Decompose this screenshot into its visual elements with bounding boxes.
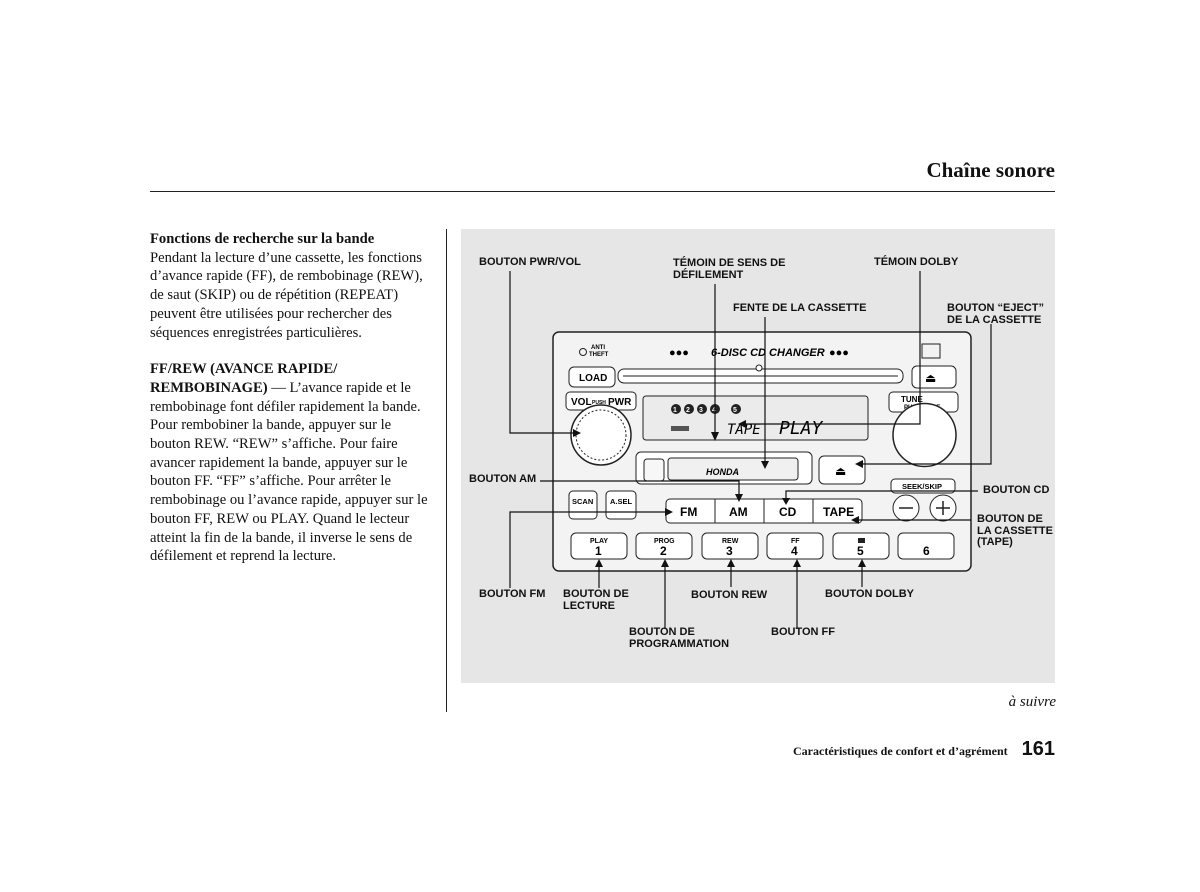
vol-knob xyxy=(570,404,632,466)
disc-number: 4 xyxy=(712,407,716,414)
label-dolby-button: BOUTON DOLBY xyxy=(825,588,915,600)
radio-diagram: ANTI THEFT 6-DISC CD CHANGER ●●● ●●● LOA… xyxy=(509,271,992,629)
display-tape: TAPE xyxy=(727,422,761,438)
disc-indicators xyxy=(671,404,741,414)
cd-eject-button xyxy=(911,365,957,389)
callout-lines xyxy=(509,271,992,629)
label-pwr-vol: BOUTON PWR/VOL xyxy=(479,256,581,268)
am-button-label: AM xyxy=(729,505,748,519)
ffrew-dash: — xyxy=(267,379,290,396)
label-fm: BOUTON FM xyxy=(479,588,546,600)
preset-play-label: PLAY xyxy=(590,538,608,545)
label-prog-1: BOUTON DE xyxy=(629,626,695,638)
label-dolby-indicator: TÉMOIN DOLBY xyxy=(874,256,959,268)
label-cd: BOUTON CD xyxy=(983,484,1050,496)
column-divider xyxy=(446,229,447,712)
push-label: PUSH xyxy=(592,400,606,406)
label-eject: BOUTON “EJECT”DE LA CASSETTE xyxy=(947,302,1044,326)
fm-button-label: FM xyxy=(680,505,697,519)
preset-rew-label: REW xyxy=(722,538,739,545)
anti-theft-led xyxy=(579,348,587,356)
callout-arrows xyxy=(573,420,866,567)
disc-number: 2 xyxy=(686,407,690,414)
label-tape-3: (TAPE) xyxy=(977,536,1013,548)
page-title: Chaîne sonore xyxy=(926,158,1055,182)
label-ff: BOUTON FF xyxy=(771,626,835,638)
label-eject-2: DE LA CASSETTE xyxy=(947,313,1042,326)
label-tape-2: LA CASSETTE xyxy=(977,524,1053,537)
label-play-2: LECTURE xyxy=(563,599,615,612)
tune-knob xyxy=(892,402,957,436)
page-number: 161 xyxy=(1021,738,1055,760)
changer-logo: 6-DISC CD CHANGER xyxy=(711,347,825,359)
disc-number: 3 xyxy=(699,407,703,414)
preset-buttons xyxy=(570,532,955,560)
ffrew-body: L’avance rapide et le rembobinage font d… xyxy=(150,379,428,565)
tape-eject-icon: ⏏ xyxy=(835,464,846,478)
preset-number: 2 xyxy=(660,544,667,558)
asel-label: A.SEL xyxy=(610,497,633,506)
label-prog-2: PROGRAMMATION xyxy=(629,637,730,650)
preset-prog-label: PROG xyxy=(654,538,675,545)
ffrew-paragraph: FF/REW (AVANCE RAPIDE/ REMBOBINAGE) — L’… xyxy=(150,360,435,566)
tape-button-label: TAPE xyxy=(823,505,854,519)
seek-skip-label: SEEK/SKIP xyxy=(902,482,942,491)
label-slot: FENTE DE LA CASSETTE xyxy=(733,302,867,314)
scan-label: SCAN xyxy=(572,497,593,506)
cd-eject-icon: ⏏ xyxy=(925,371,936,385)
anti-theft-text-2: THEFT xyxy=(589,352,609,358)
label-direction-1: TÉMOIN DE SENS DE xyxy=(673,257,786,269)
seek-skip-panel xyxy=(890,478,956,494)
header-divider xyxy=(150,191,1055,192)
label-direction-2: DÉFILEMENT xyxy=(673,268,744,281)
intro-paragraph: Pendant la lecture d’une cassette, les f… xyxy=(150,249,423,341)
honda-logo: HONDA xyxy=(706,467,739,477)
vol-label: VOL xyxy=(571,397,592,408)
label-tape-1: BOUTON DE xyxy=(977,513,1043,525)
label-rew: BOUTON REW xyxy=(691,589,768,601)
audio-system-figure: ANTI THEFT 6-DISC CD CHANGER ●●● ●●● LOA… xyxy=(461,229,1055,683)
cd-button-label: CD xyxy=(779,505,797,519)
section-heading: Fonctions de recherche sur la bande xyxy=(150,231,375,247)
preset-number: 6 xyxy=(923,544,930,558)
preset-number: 1 xyxy=(595,544,602,558)
continue-note: à suivre xyxy=(1008,694,1056,710)
display-play: PLAY xyxy=(779,418,824,439)
tape-eject-button xyxy=(818,455,866,485)
disc-number: 1 xyxy=(673,407,677,414)
load-label: LOAD xyxy=(579,373,607,384)
label-am: BOUTON AM xyxy=(469,473,537,485)
disc-logo-icon xyxy=(921,343,941,359)
page-footer: Caractéristiques de confort et d’agrémen… xyxy=(793,738,1055,761)
disc-number: 5 xyxy=(733,407,737,414)
anti-theft-text-1: ANTI xyxy=(591,345,605,351)
left-column: Fonctions de recherche sur la bande Pend… xyxy=(150,230,435,566)
load-button xyxy=(568,366,616,388)
pwr-label: PWR xyxy=(608,397,632,408)
tune-label: TUNE xyxy=(901,395,923,404)
label-eject-1: BOUTON “EJECT” xyxy=(947,302,1044,314)
ffrew-heading: FF/REW (AVANCE RAPIDE/ REMBOBINAGE) xyxy=(150,361,338,396)
preset-ff-label: FF xyxy=(791,538,800,545)
footer-section: Caractéristiques de confort et d’agrémen… xyxy=(793,744,1008,758)
svg-text:●●●: ●●● xyxy=(669,347,689,359)
svg-text:●●●: ●●● xyxy=(829,347,849,359)
preset-number: 4 xyxy=(791,544,798,558)
preset-number: 3 xyxy=(726,544,733,558)
preset-number: 5 xyxy=(857,544,864,558)
label-play-1: BOUTON DE xyxy=(563,588,629,600)
